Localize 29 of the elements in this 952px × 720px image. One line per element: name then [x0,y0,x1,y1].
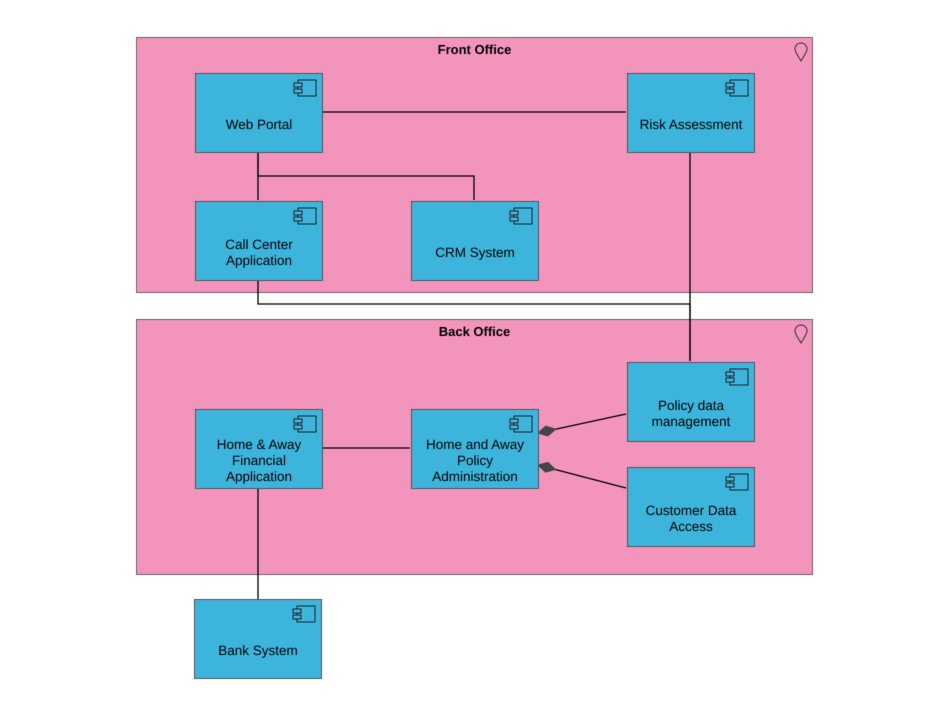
component-label: Web Portal [226,117,292,133]
component-label: Bank System [218,643,298,659]
component-box [195,409,323,489]
component-box [627,73,755,153]
component-box [195,73,323,153]
group-title: Back Office [438,324,510,339]
component-box [411,201,539,281]
component-box [411,409,539,489]
component-box [627,362,755,442]
group-title: Front Office [438,42,512,57]
component-label: Call Center Application [224,237,294,269]
component-box [627,467,755,547]
connector [257,280,691,361]
connector [538,462,626,489]
connector [257,488,259,599]
component-box [194,599,322,679]
component-label: Customer Data Access [644,503,738,535]
connector [322,111,626,113]
component-box [195,201,323,281]
component-label: Home & Away Financial Application [216,437,302,485]
component-label: Policy data management [650,398,732,430]
location-group [136,319,813,575]
connector [538,413,626,436]
connector [257,152,475,200]
component-label: Home and Away Policy Administration [424,437,526,485]
location-group [136,37,813,293]
connector [322,447,410,449]
component-label: Risk Assessment [640,117,742,133]
component-label: CRM System [435,245,515,261]
